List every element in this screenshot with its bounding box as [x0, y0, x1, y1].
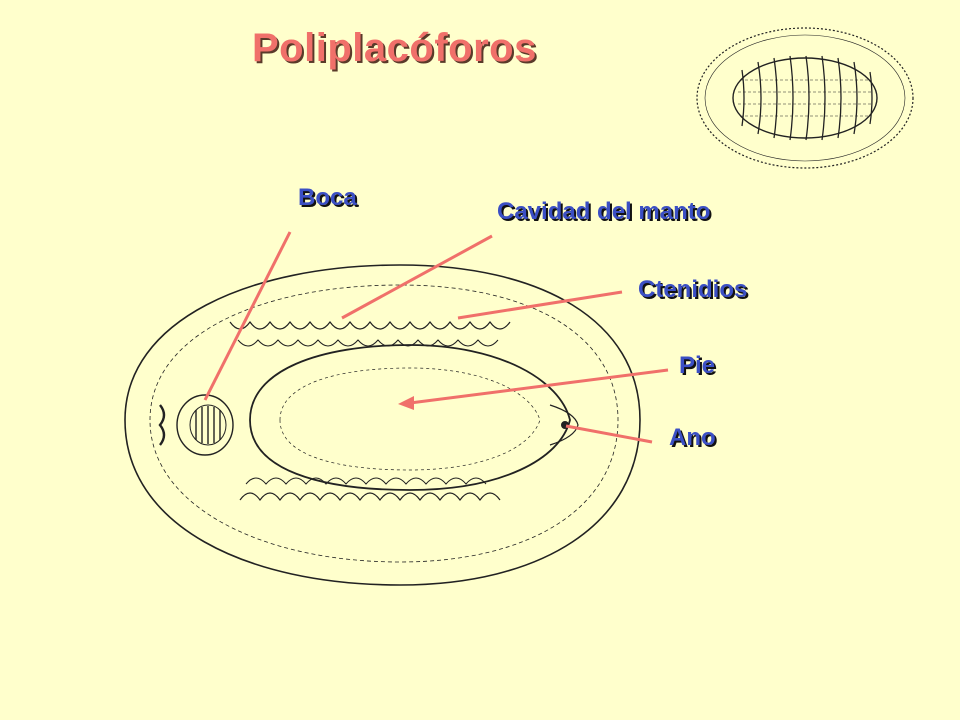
pointer-pie	[409, 368, 669, 405]
label-cavidad-del-manto: Cavidad del manto	[497, 198, 711, 225]
label-ctenidios: Ctenidios	[638, 276, 748, 303]
pointer-ctenidios	[457, 290, 623, 320]
label-pie: Pie	[679, 352, 716, 379]
label-ano: Ano	[669, 424, 716, 451]
pointer-cavidad	[341, 234, 493, 320]
pointer-ano	[565, 424, 653, 444]
pointer-boca	[203, 231, 292, 401]
pointer-pie-arrowhead	[398, 396, 414, 410]
chiton-ventral-view	[124, 264, 641, 586]
label-boca: Boca	[298, 184, 357, 211]
page-title: Poliplacóforos	[252, 26, 537, 70]
chiton-dorsal-view	[696, 27, 914, 169]
pointer-lines	[203, 231, 669, 444]
